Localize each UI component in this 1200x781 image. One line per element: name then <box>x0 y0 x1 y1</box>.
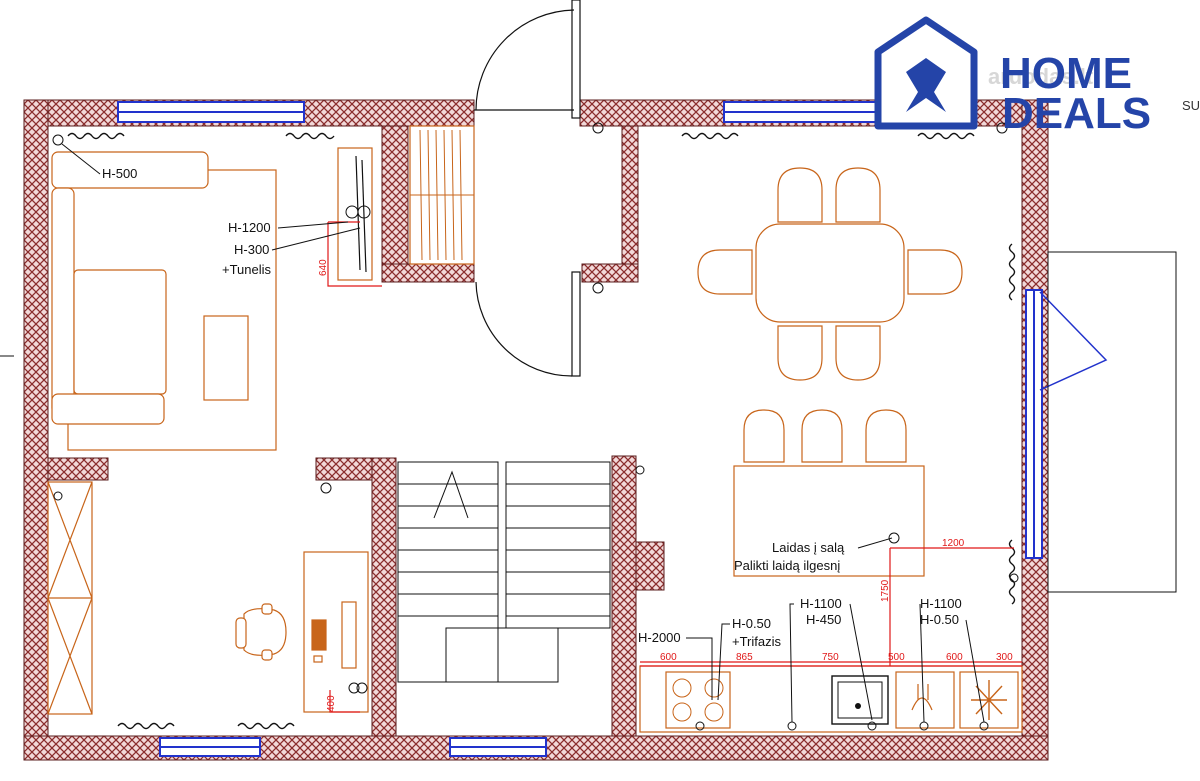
stool <box>865 409 907 463</box>
label-h300: H-300 <box>234 242 269 257</box>
sofa-seat <box>73 269 167 395</box>
label-h500: H-500 <box>102 166 137 181</box>
dim-500: 500 <box>888 652 905 663</box>
living-room-furniture <box>51 147 373 451</box>
fridge <box>959 671 1019 729</box>
monitor <box>341 601 357 669</box>
brand-deals: DEALS <box>1002 89 1151 138</box>
chair <box>697 249 753 295</box>
desk-area <box>235 551 369 713</box>
chair <box>907 249 963 295</box>
label-palikti: Palikti laidą ilgesnį <box>734 558 840 573</box>
label-h050-fridge: H-0.50 <box>920 612 959 627</box>
dishwasher <box>895 671 955 729</box>
label-h050-stove: H-0.50 <box>732 616 771 631</box>
mouse <box>313 655 323 663</box>
chair <box>835 167 881 223</box>
entrance-doors <box>474 0 581 377</box>
cooktop <box>665 671 731 729</box>
sofa-back <box>51 151 209 189</box>
sofa-arm <box>51 187 75 415</box>
label-tunelis: +Tunelis <box>222 262 272 277</box>
staircase <box>397 461 611 683</box>
corner-text: SU <box>1182 98 1200 113</box>
shelf-left <box>47 481 93 715</box>
dim-600-b: 600 <box>946 652 963 663</box>
kitchen-island <box>733 409 925 577</box>
label-h1100-fridge: H-1100 <box>920 596 962 611</box>
dim-400: 400 <box>326 695 337 712</box>
dim-750: 750 <box>822 652 839 663</box>
tv-cabinet <box>337 147 373 281</box>
radiators <box>67 132 1016 730</box>
outlets <box>52 122 1019 731</box>
label-trifazis: +Trifazis <box>732 634 781 649</box>
dim-640: 640 <box>318 259 329 276</box>
chair <box>835 325 881 381</box>
home-deals-logo: aruodas.lt HOME DEALS SU <box>874 16 1200 138</box>
office-chair <box>243 608 287 656</box>
chair <box>777 325 823 381</box>
dim-600-a: 600 <box>660 652 677 663</box>
label-laidas: Laidas į salą <box>772 540 845 555</box>
sink <box>831 675 889 725</box>
sofa-bottom <box>51 393 165 425</box>
dim-865: 865 <box>736 652 753 663</box>
kitchen-counter <box>639 665 1023 733</box>
label-h1200-living: H-1200 <box>228 220 271 235</box>
leader-lines <box>61 143 985 723</box>
stool <box>801 409 843 463</box>
watermark-text: aruodas.lt <box>988 64 1094 89</box>
dim-300: 300 <box>996 652 1013 663</box>
balcony-door <box>1039 251 1177 593</box>
stool <box>743 409 785 463</box>
dining-table <box>755 223 905 323</box>
label-h1100-sink: H-1100 <box>800 596 842 611</box>
dim-1200: 1200 <box>942 538 965 549</box>
balcony <box>1047 251 1177 593</box>
dining-area <box>697 167 963 381</box>
keyboard <box>311 619 327 651</box>
dim-1750: 1750 <box>880 579 891 602</box>
label-h450: H-450 <box>806 612 841 627</box>
interior-walls <box>47 125 665 737</box>
label-h2000: H-2000 <box>638 630 681 645</box>
brand-home: HOME <box>1000 49 1132 98</box>
island <box>733 465 925 577</box>
wardrobe <box>409 125 475 265</box>
coffee-table <box>203 315 249 401</box>
chair <box>777 167 823 223</box>
